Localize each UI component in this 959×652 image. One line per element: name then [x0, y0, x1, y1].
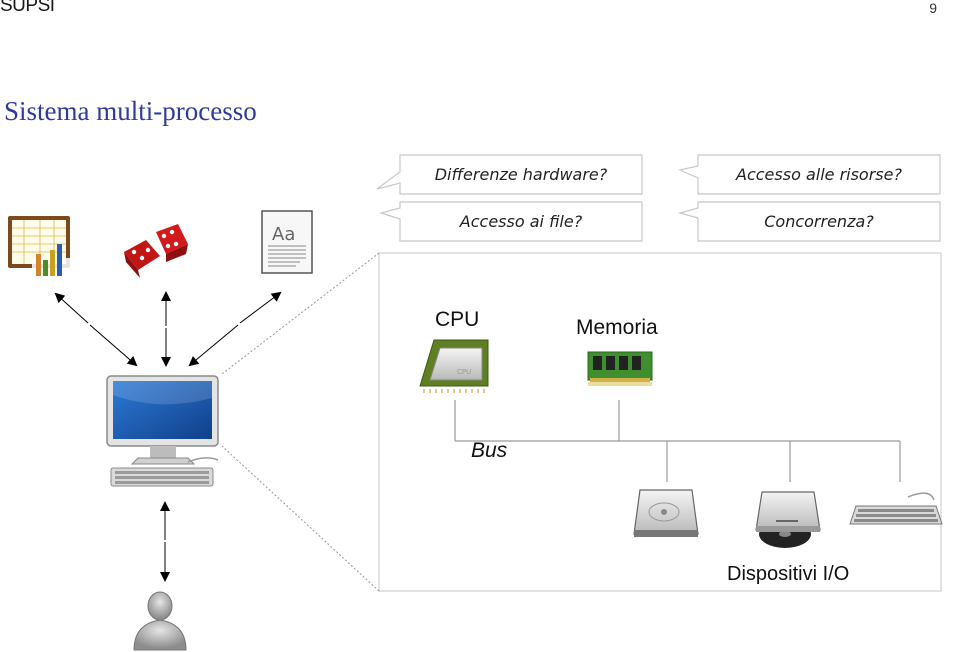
question-differenze-hardware: Differenze hardware? [434, 165, 608, 184]
arrow-document-down [188, 324, 239, 367]
question-accesso-file: Accesso ai file? [459, 212, 583, 231]
cpu-label: CPU [435, 308, 480, 331]
dice-icon [124, 224, 188, 278]
spreadsheet-icon [8, 216, 70, 276]
user-icon [133, 591, 187, 651]
slide-title: Sistema multi-processo [4, 96, 257, 126]
system-detail-box [378, 252, 942, 592]
arrow-spreadsheet-down [89, 324, 138, 367]
arrow-spreadsheet [54, 292, 89, 324]
cpu-chip-icon: CPU [419, 339, 489, 393]
document-icon: Aa [261, 210, 313, 274]
page-number: 9 [929, 0, 937, 16]
memory-label: Memoria [576, 316, 658, 339]
zoom-line-top [221, 252, 380, 375]
svg-text:CPU: CPU [457, 368, 471, 376]
callout-concorrenza [677, 201, 941, 242]
computer-icon [106, 375, 219, 487]
callout-differenze-hardware [376, 154, 643, 195]
hard-disk-icon [633, 489, 699, 537]
optical-drive-icon [755, 491, 821, 548]
callout-accesso-file [378, 201, 643, 242]
keyboard-icon [849, 492, 943, 525]
memory-module-icon [587, 351, 653, 386]
bus-lines [454, 400, 901, 482]
io-devices-label: Dispositivi I/O [727, 563, 850, 585]
question-accesso-risorse: Accesso alle risorse? [736, 165, 902, 184]
bus-label: Bus [471, 439, 508, 462]
svg-text:Aa: Aa [272, 224, 295, 245]
supsi-logo: SUPSI [0, 0, 55, 16]
arrow-document [239, 291, 282, 324]
zoom-line-bottom [221, 445, 380, 592]
callout-accesso-risorse [678, 154, 941, 195]
question-concorrenza: Concorrenza? [764, 212, 874, 231]
